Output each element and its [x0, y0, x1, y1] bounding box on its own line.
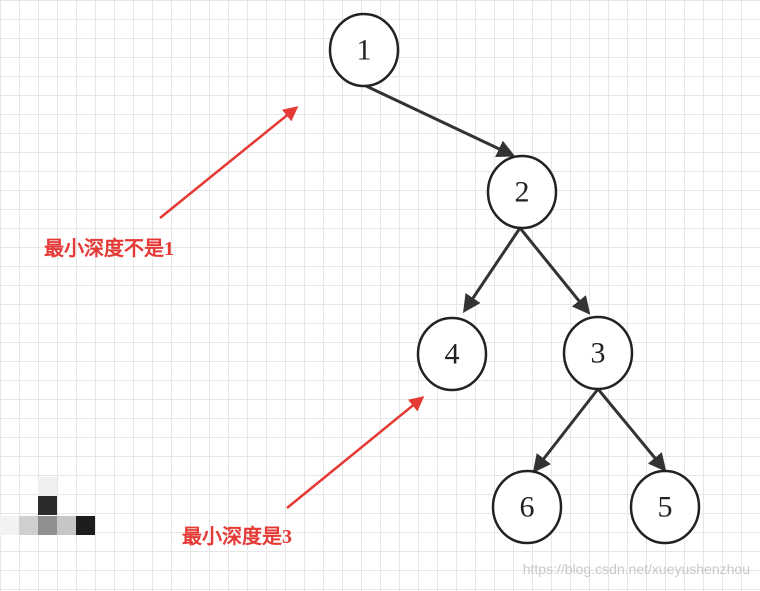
edge-3-6: [532, 388, 600, 473]
tree-node-1: 1: [328, 12, 400, 88]
node-label: 6: [520, 491, 535, 524]
edge-3-5: [596, 388, 667, 472]
tree-node-2: 2: [486, 154, 558, 230]
watermark-text: https://blog.csdn.net/xueyushenzhou: [522, 561, 750, 577]
tree-node-5: 5: [629, 469, 701, 545]
tree-node-6: 6: [491, 469, 563, 545]
edge-2-3: [518, 227, 591, 315]
edge-1-2: [365, 84, 516, 157]
node-label: 4: [445, 338, 460, 371]
annotation-min-depth-3: 最小深度是3: [182, 526, 292, 548]
annotation-arrow-2: [286, 396, 425, 509]
node-label: 1: [357, 34, 372, 67]
node-label: 3: [591, 337, 606, 370]
node-label: 2: [515, 176, 530, 209]
annotation-arrow-1: [159, 106, 299, 219]
edge-2-4: [462, 227, 522, 313]
node-label: 5: [658, 491, 673, 524]
tree-node-4: 4: [416, 316, 488, 392]
annotation-not-min-depth-1: 最小深度不是1: [44, 238, 174, 260]
tree-node-3: 3: [562, 315, 634, 391]
